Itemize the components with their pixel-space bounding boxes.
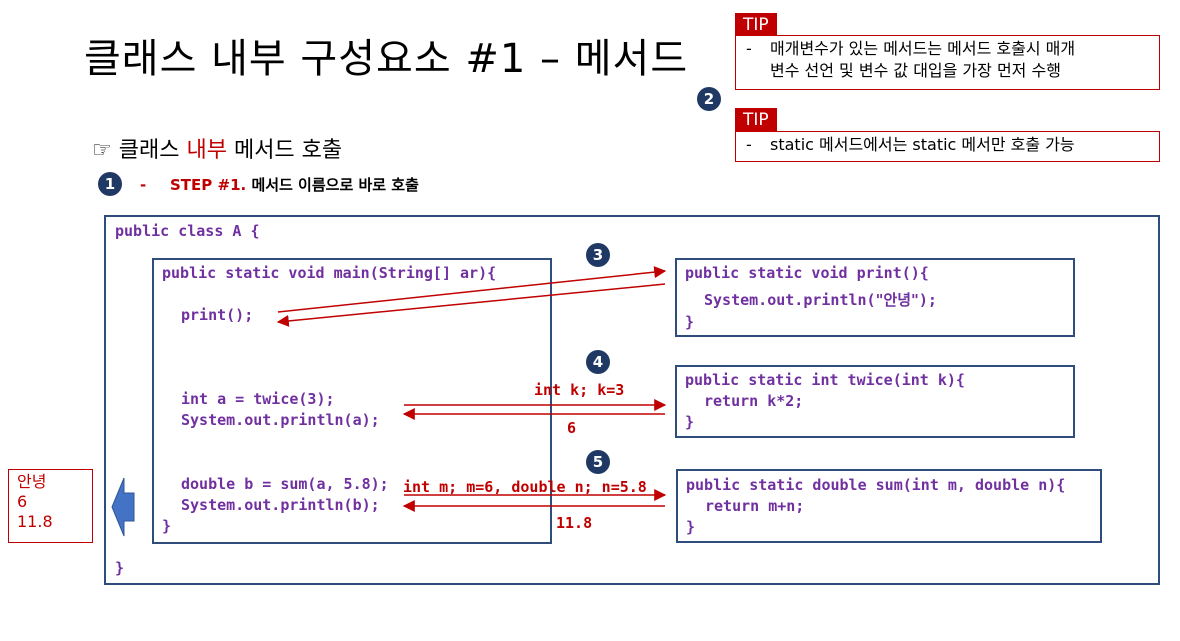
console-line: 안녕 <box>17 472 47 491</box>
step-badge-3: 3 <box>586 243 610 267</box>
step-badge-2: 2 <box>697 87 721 111</box>
tip-text-line: 변수 선언 및 변수 값 대입을 가장 먼저 수행 <box>770 61 1061 80</box>
tip-box-2: -static 메서드에서는 static 메서만 호출 가능 <box>735 131 1160 162</box>
step-badge-4: 4 <box>586 350 610 374</box>
class-close-code: } <box>115 559 125 577</box>
step-label: STEP #1. <box>170 176 247 194</box>
print-body-pre: System.out.println( <box>704 291 876 309</box>
page-title: 클래스 내부 구성요소 #1 – 메서드 <box>84 36 689 82</box>
step-badge-5: 5 <box>586 450 610 474</box>
class-a-box <box>104 215 1160 585</box>
print-return-arrow <box>276 283 666 327</box>
subheading-prefix: 클래스 <box>118 138 180 163</box>
tip-text-line: static 메서드에서는 static 메서만 호출 가능 <box>770 135 1075 154</box>
tip-box-1: -매개변수가 있는 메서드는 메서드 호출시 매개 변수 선언 및 변수 값 대… <box>735 35 1160 90</box>
main-header-code: public static void main(String[] ar){ <box>162 264 497 282</box>
twice-header-code: public static int twice(int k){ <box>685 371 965 389</box>
sum-args-annotation: int m; m=6, double n; n=5.8 <box>403 478 647 496</box>
sum-header-code: public static double sum(int m, double n… <box>686 476 1066 494</box>
tip-tag-2: TIP <box>735 108 777 132</box>
sum-body-code: return m+n; <box>705 497 805 515</box>
print-method-box <box>675 258 1075 337</box>
print-body-post: ); <box>918 291 937 309</box>
subheading-highlight: 내부 <box>186 138 227 163</box>
print-body-code: System.out.println("안녕"); <box>704 290 937 311</box>
tip-dash: - <box>746 39 752 58</box>
sum-call-code: double b = sum(a, 5.8); <box>181 475 389 493</box>
main-method-box <box>152 258 552 544</box>
sum-return-annotation: 11.8 <box>556 514 593 532</box>
console-line: 6 <box>17 492 28 511</box>
class-open-code: public class A { <box>115 222 260 240</box>
print-call-arrow <box>277 266 667 313</box>
tip-tag-1: TIP <box>735 13 777 37</box>
output-arrow-icon <box>111 477 135 537</box>
step-line: - STEP #1. 메서드 이름으로 바로 호출 <box>140 174 419 195</box>
step-text: 메서드 이름으로 바로 호출 <box>251 176 419 194</box>
console-output-box: 안녕 6 11.8 <box>8 469 93 543</box>
twice-return-annotation: 6 <box>567 419 577 437</box>
print-close-code: } <box>685 313 695 331</box>
twice-body-code: return k*2; <box>704 392 804 410</box>
print-body-string: "안녕" <box>875 291 919 309</box>
twice-method-box <box>675 365 1075 438</box>
section-subheading: ☞ 클래스 내부 메서드 호출 <box>92 132 342 164</box>
step-dash: - <box>140 176 147 194</box>
sum-method-box <box>676 469 1102 543</box>
twice-print-code: System.out.println(a); <box>181 411 380 429</box>
print-call-code: print(); <box>181 306 254 324</box>
pointing-hand-icon: ☞ <box>92 138 112 163</box>
subheading-suffix: 메서드 호출 <box>233 138 343 163</box>
sum-close-code: } <box>686 518 696 536</box>
tip-dash: - <box>746 135 752 154</box>
main-close-code: } <box>162 517 172 535</box>
console-line: 11.8 <box>17 512 53 531</box>
step-badge-1: 1 <box>98 172 122 196</box>
print-header-code: public static void print(){ <box>685 264 929 282</box>
tip-text-line: 매개변수가 있는 메서드는 메서드 호출시 매개 <box>770 39 1076 58</box>
twice-call-code: int a = twice(3); <box>181 390 335 408</box>
sum-print-code: System.out.println(b); <box>181 496 380 514</box>
twice-close-code: } <box>685 413 695 431</box>
twice-args-annotation: int k; k=3 <box>534 381 625 399</box>
